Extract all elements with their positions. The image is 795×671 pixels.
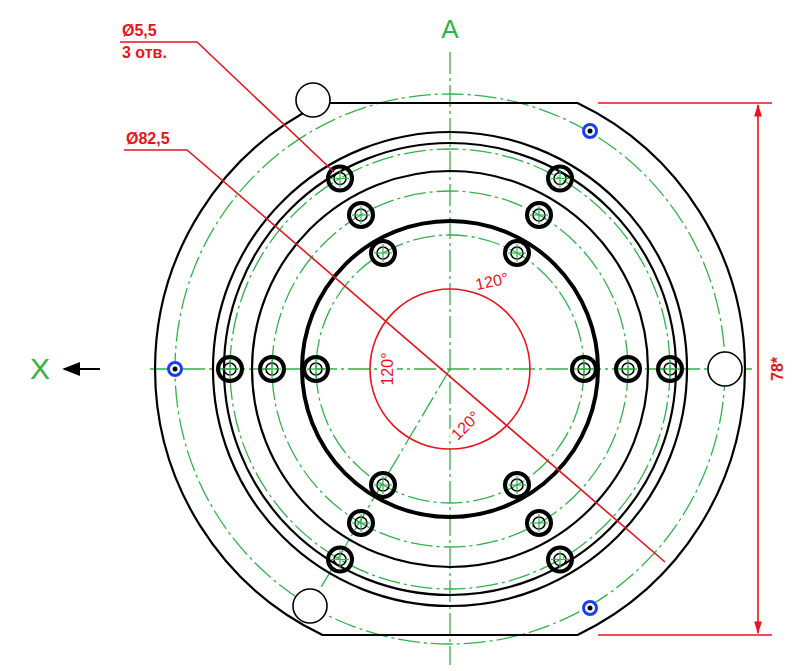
note-label: 3 отв. — [122, 44, 167, 62]
screw-hole — [658, 357, 682, 381]
axis-label: X — [30, 352, 50, 387]
pin-hole — [584, 125, 597, 138]
pin-hole — [169, 363, 182, 376]
leader-line — [124, 150, 665, 562]
center-lines — [150, 52, 752, 665]
screw-hole — [505, 241, 529, 265]
pitch-circle — [230, 149, 670, 589]
screw-hole — [616, 357, 640, 381]
dimension-line — [757, 105, 759, 633]
screw-hole — [349, 511, 373, 535]
ring — [224, 143, 676, 595]
pitch-circle — [316, 235, 584, 503]
screw-hole — [328, 548, 352, 572]
screw-hole — [304, 357, 328, 381]
screw-hole — [371, 473, 395, 497]
screw-hole — [572, 357, 596, 381]
pitch-circle — [272, 191, 628, 547]
radial-axis — [310, 369, 450, 606]
screw-hole — [505, 473, 529, 497]
screw-hole — [218, 357, 242, 381]
dimension-label: Ø5,5 — [122, 22, 157, 40]
angle-label: 120° — [446, 406, 485, 445]
ring — [302, 221, 598, 517]
mount-holes — [293, 83, 742, 623]
leader-line — [120, 42, 334, 172]
ring — [252, 171, 648, 567]
dimension-label: 78* — [769, 357, 787, 381]
pin-hole — [584, 602, 597, 615]
view-label: A — [441, 15, 458, 45]
screw-hole — [548, 548, 572, 572]
screw-hole — [548, 167, 572, 191]
angle-label: 120° — [474, 270, 510, 295]
mount-hole — [293, 589, 327, 623]
annotations — [120, 42, 772, 635]
mount-hole — [296, 83, 330, 117]
mount-hole — [708, 352, 742, 386]
screw-hole — [527, 203, 551, 227]
extension-line — [598, 634, 772, 636]
pitch-circle — [175, 94, 725, 644]
screw-hole — [527, 511, 551, 535]
screw-hole — [349, 203, 373, 227]
angle-label: 120° — [379, 350, 397, 387]
counterbored-holes — [218, 167, 682, 572]
inner-rings — [213, 132, 687, 606]
screw-hole — [371, 241, 395, 265]
axis-arrow — [64, 368, 100, 370]
ring — [213, 132, 687, 606]
dimension-label: Ø82,5 — [126, 130, 170, 148]
screw-hole — [260, 357, 284, 381]
extension-line — [598, 102, 772, 104]
